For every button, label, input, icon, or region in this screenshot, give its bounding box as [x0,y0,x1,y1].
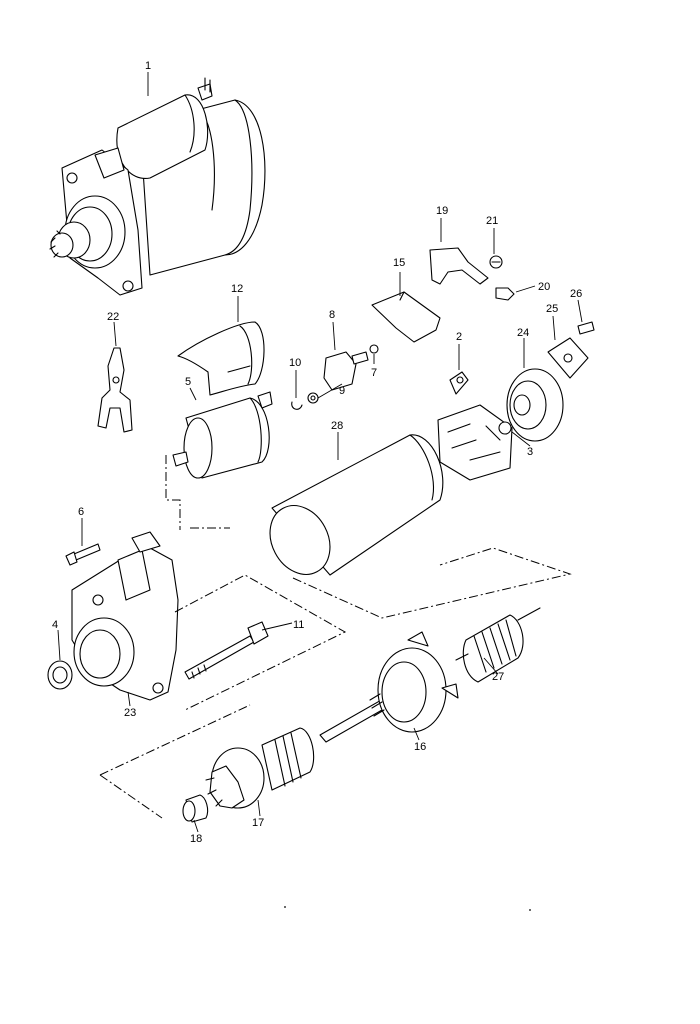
callout-10: 10 [289,357,301,369]
callout-4: 4 [52,619,58,631]
bushing-4 [47,660,73,690]
callout-17: 17 [252,817,264,829]
callout-20: 20 [538,281,550,293]
terminal-connector [291,344,379,410]
brush-holder [437,371,513,481]
solenoid-switch [172,391,273,479]
bracket [97,347,133,433]
callout-3: 3 [527,446,533,458]
cover-plate-15 [371,291,441,343]
callout-19: 19 [436,205,448,217]
end-cover-24 [506,321,595,442]
callout-6: 6 [78,506,84,518]
stray-dot [284,906,286,908]
stray-dot [529,909,531,911]
callout-18: 18 [190,833,202,845]
callout-25: 25 [546,303,558,315]
motor-housing-28 [269,434,444,576]
callout-24: 24 [517,327,529,339]
callout-16: 16 [414,741,426,753]
mounting-bracket-19 [429,247,515,301]
solenoid-cover [177,321,265,396]
sleeve-18 [182,794,209,823]
armature-27 [455,607,541,683]
callout-11: 11 [293,619,304,631]
callout-9: 9 [339,385,345,397]
alignment-lines [99,455,572,819]
callout-23: 23 [124,707,136,719]
callout-5: 5 [185,376,191,388]
callout-15: 15 [393,257,405,269]
callout-2: 2 [456,331,462,343]
callout-1: 1 [145,60,151,72]
callout-28: 28 [331,420,343,432]
callout-7: 7 [371,367,377,379]
pinion-drive-17 [205,727,315,809]
drive-end-housing [71,531,179,701]
through-bolt-11 [184,621,269,680]
bolt-6 [65,543,101,566]
callout-labels: 1 2 3 4 5 6 7 8 9 10 11 12 15 16 17 18 1… [52,60,582,845]
shaft-bearing-16 [319,631,459,743]
callout-26: 26 [570,288,582,300]
callout-27: 27 [492,671,504,683]
callout-21: 21 [486,215,498,227]
callout-12: 12 [231,283,243,295]
callout-8: 8 [329,309,335,321]
callout-22: 22 [107,311,119,323]
leader-lines [57,72,583,833]
starter-motor-assembly [49,77,266,296]
